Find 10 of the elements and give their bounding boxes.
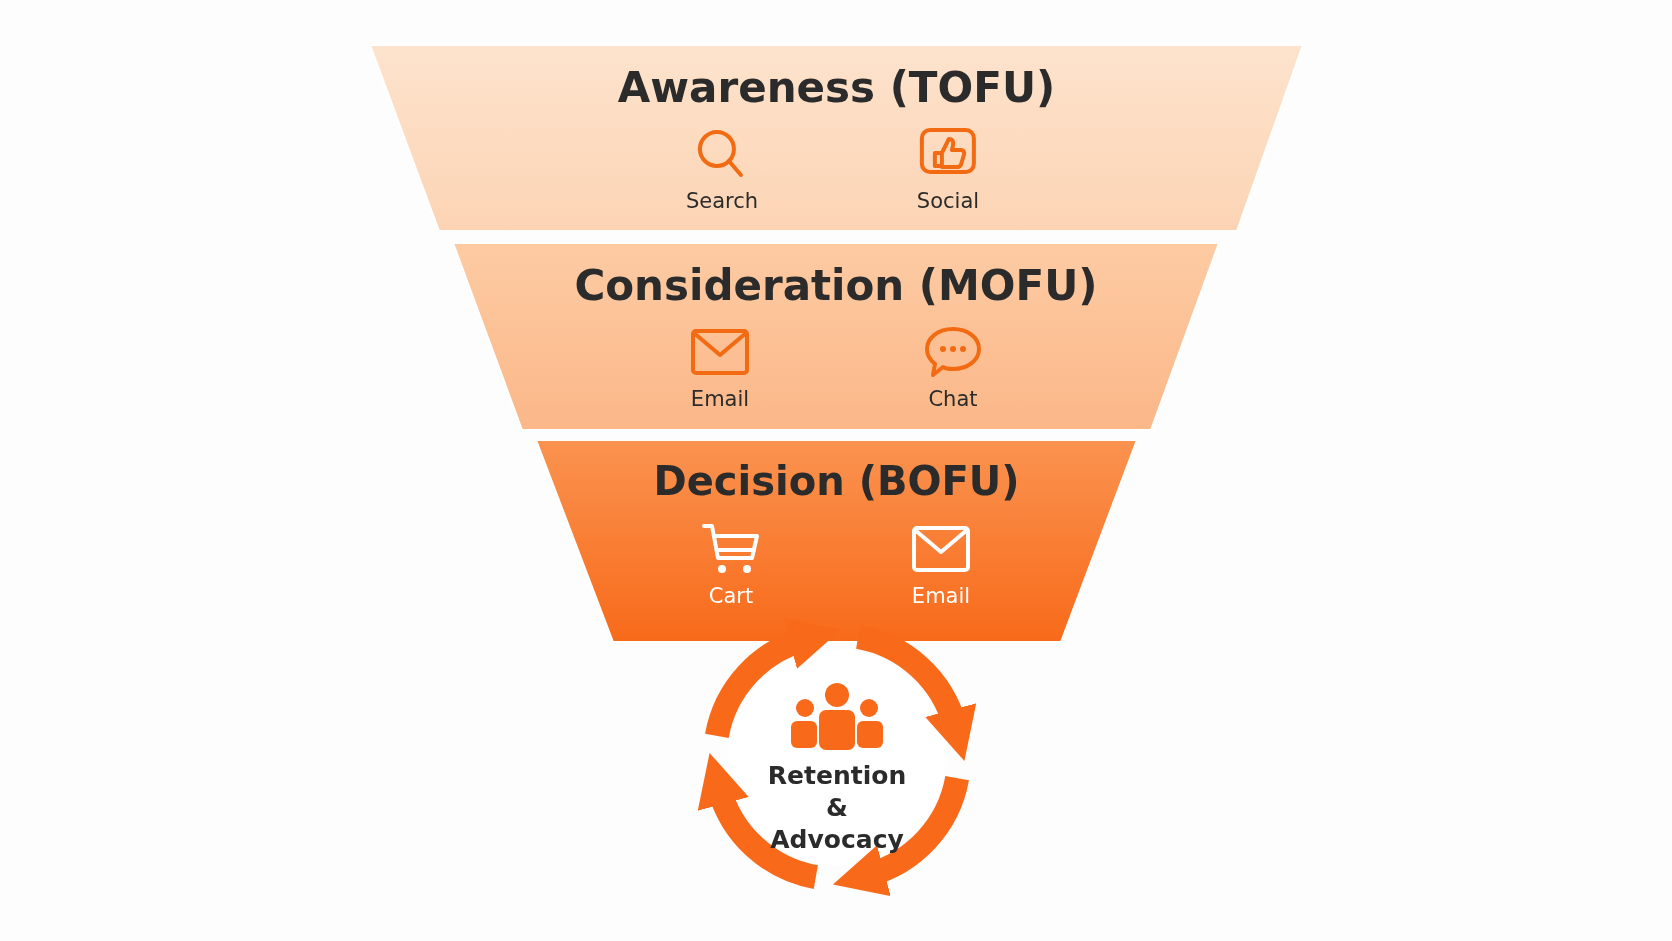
channel-label: Email [911, 584, 971, 608]
channel-label: Social [916, 189, 980, 213]
stage-title: Decision (BOFU) [652, 458, 1021, 504]
channel-label: Chat [928, 387, 978, 411]
channel-label: Cart [708, 584, 754, 608]
channel-label: Search [685, 189, 759, 213]
stage-title: Awareness (TOFU) [616, 63, 1057, 112]
stage-title: Retention & Advocacy [767, 760, 907, 856]
channel-label: Email [690, 387, 750, 411]
stage-title: Consideration (MOFU) [573, 261, 1099, 310]
